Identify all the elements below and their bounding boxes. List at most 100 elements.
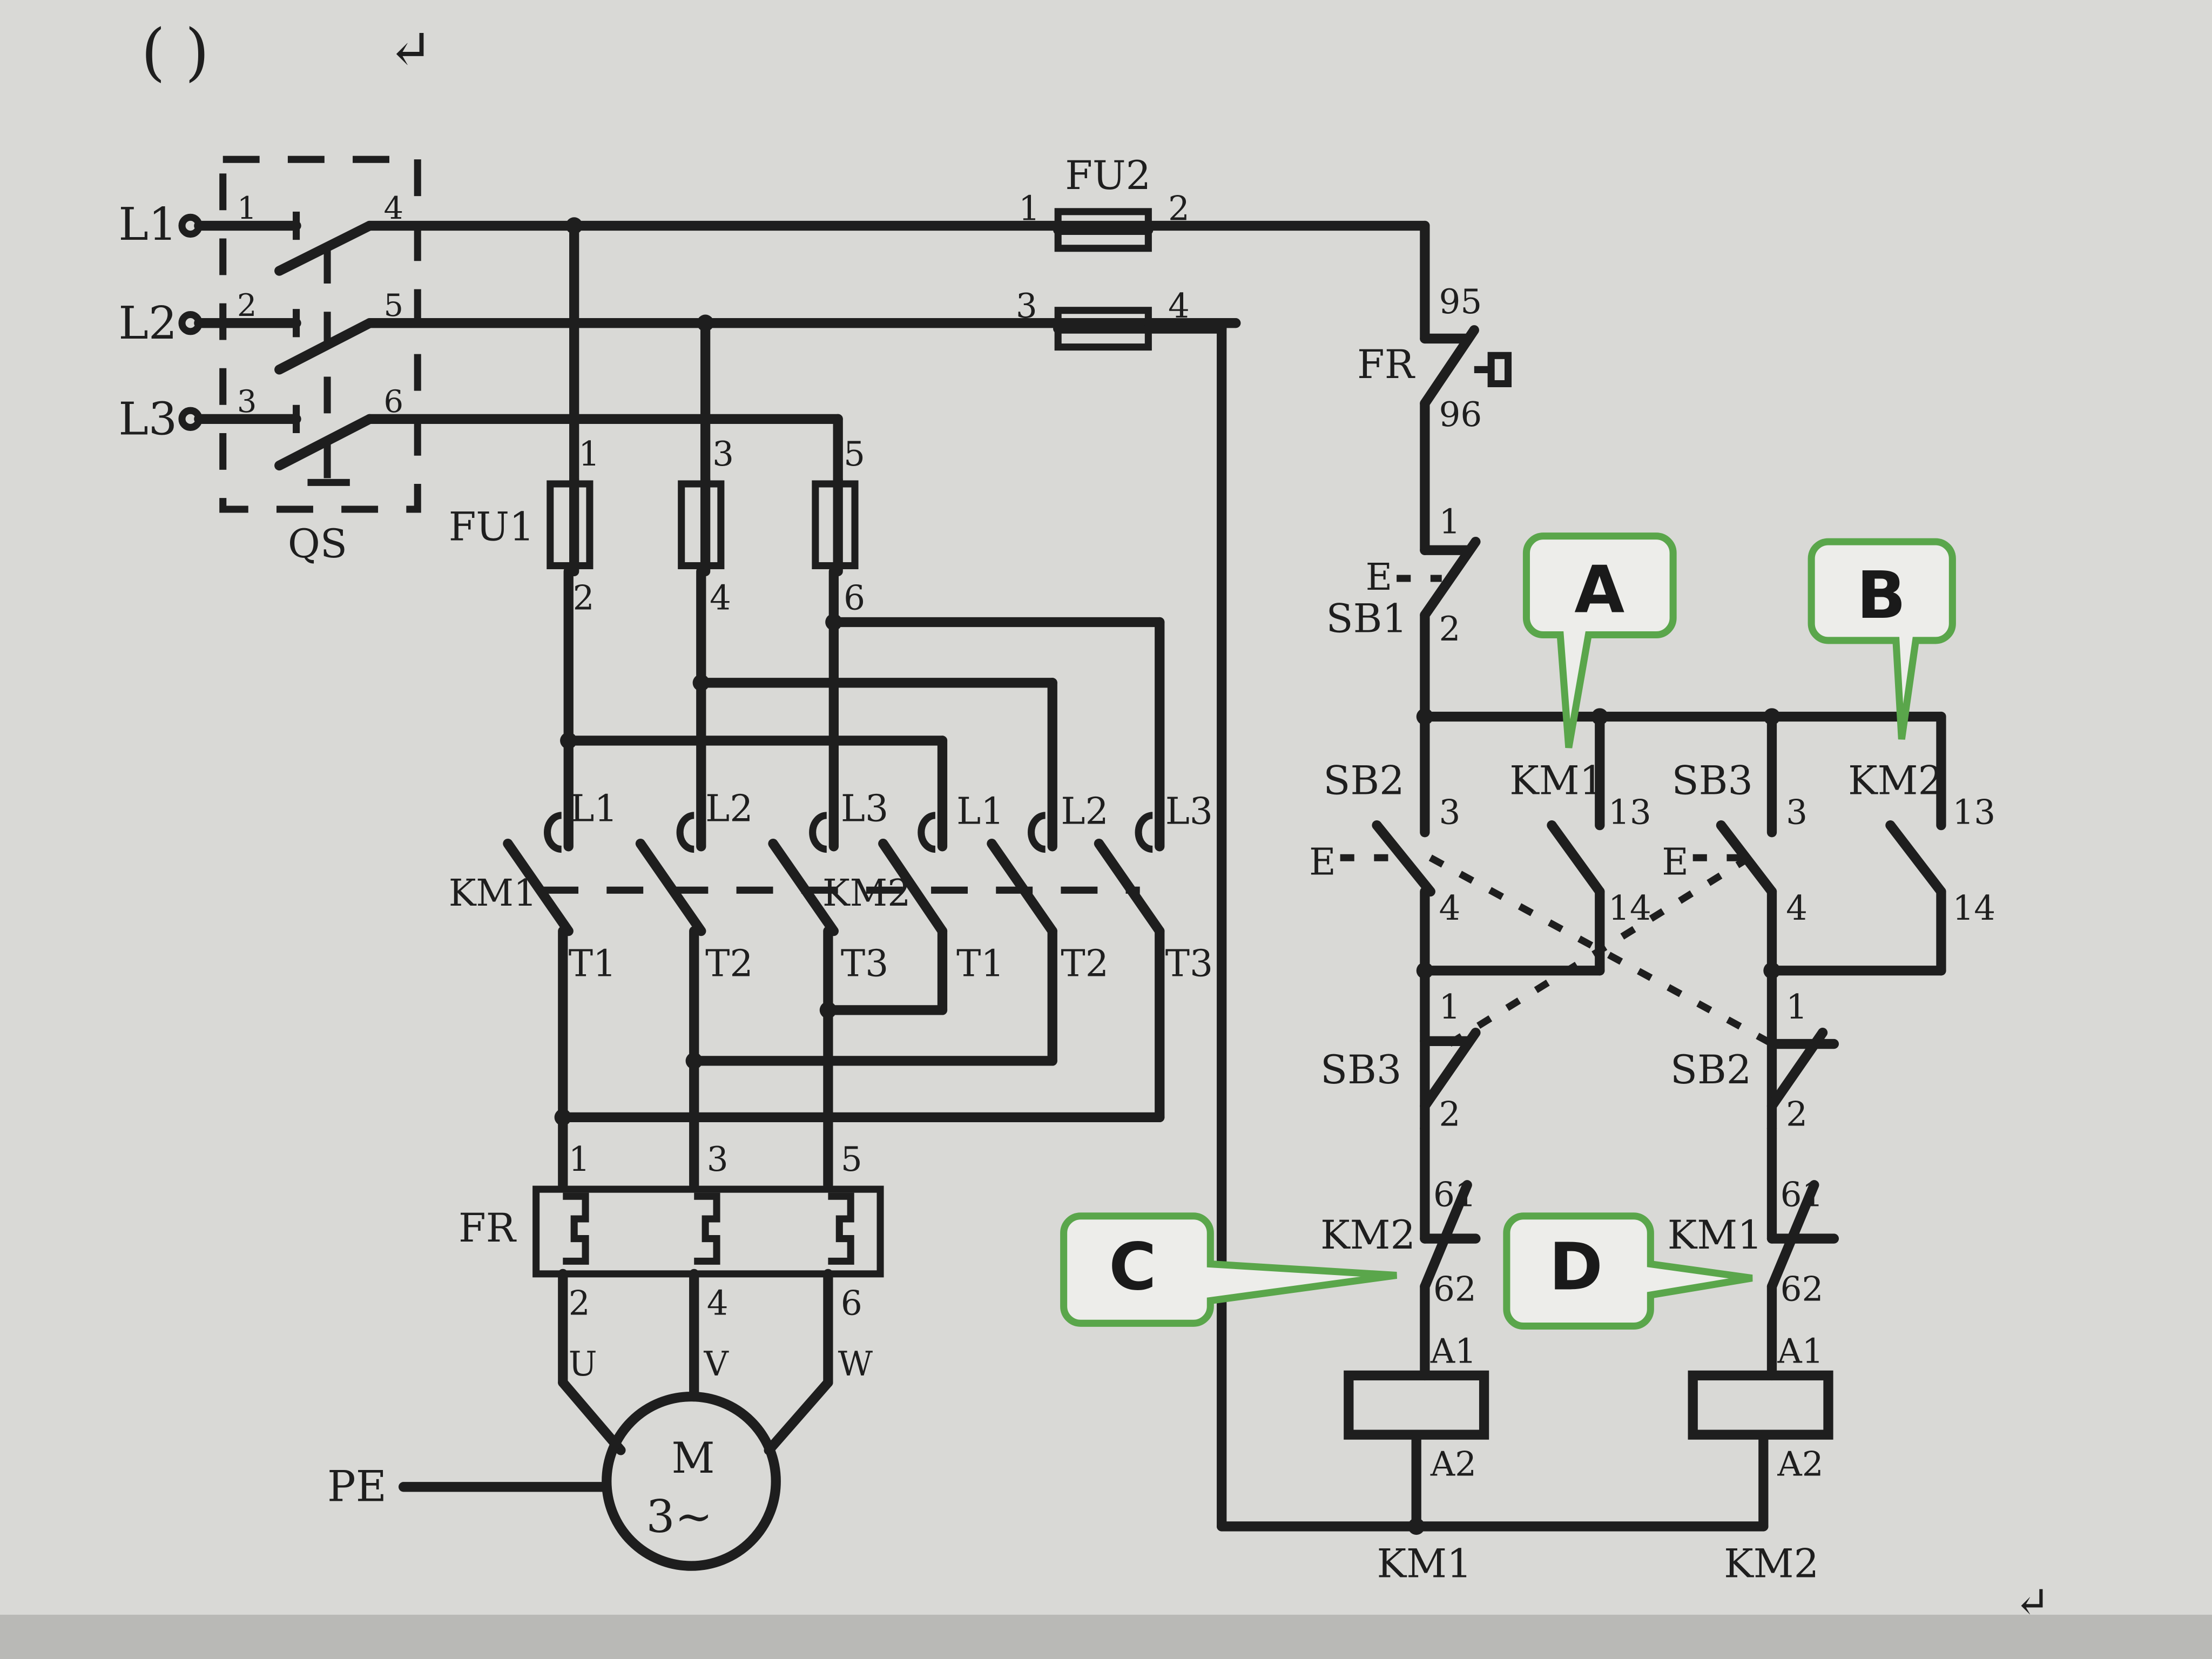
coil-left-a2: A2 bbox=[1430, 1444, 1476, 1483]
qs-pin-2: 2 bbox=[237, 287, 257, 323]
callout-d: D bbox=[1503, 1212, 1753, 1330]
question-blank: ( ) bbox=[141, 16, 209, 89]
fu2-pin-2: 2 bbox=[1168, 189, 1190, 228]
callout-c-letter: C bbox=[1109, 1230, 1156, 1305]
sb1-label: SB1 bbox=[1326, 596, 1407, 642]
sb3-no-pin4: 4 bbox=[1786, 888, 1808, 928]
coil-km1 bbox=[1344, 1370, 1489, 1440]
km2-no-pin13: 13 bbox=[1952, 793, 1995, 832]
coil-right-a1: A1 bbox=[1777, 1331, 1823, 1371]
fr-block bbox=[532, 1185, 884, 1278]
fu2-pin-1: 1 bbox=[1019, 189, 1040, 228]
fr-contact-95: 95 bbox=[1439, 282, 1482, 321]
km-out-t3-b: T3 bbox=[1165, 943, 1213, 986]
motor-3phase: 3~ bbox=[646, 1490, 712, 1543]
km1-no-label: KM1 bbox=[1509, 758, 1604, 804]
km1-label-main: KM1 bbox=[449, 872, 537, 915]
main-circuit: QS L1 L2 L3 1 2 3 4 5 6 FU1 bbox=[118, 156, 1430, 1571]
qs-pin-4: 4 bbox=[384, 190, 404, 226]
phase-label-l3: L3 bbox=[118, 393, 177, 446]
km2-no-pin14: 14 bbox=[1952, 888, 1995, 928]
callout-a-letter: A bbox=[1574, 552, 1624, 628]
phase-label-l1: L1 bbox=[118, 198, 177, 251]
motor-term-v: V bbox=[704, 1344, 730, 1384]
fr-top-5: 5 bbox=[841, 1139, 862, 1179]
qs-enclosure bbox=[219, 156, 421, 513]
fu1-label: FU1 bbox=[449, 504, 535, 550]
motor-m: M bbox=[671, 1434, 714, 1483]
km1-no-pin13: 13 bbox=[1608, 793, 1651, 832]
return-mark: ↵ bbox=[388, 18, 433, 80]
coil-right-name: KM2 bbox=[1724, 1541, 1819, 1587]
fr-contact-96: 96 bbox=[1439, 395, 1482, 434]
km-in-l2-a: L2 bbox=[705, 787, 753, 830]
callout-d-letter: D bbox=[1549, 1230, 1603, 1305]
callout-c: C bbox=[1060, 1212, 1398, 1327]
motor-symbol bbox=[602, 1391, 781, 1571]
km1-nc-pin62: 62 bbox=[1781, 1269, 1824, 1309]
fr-label-main: FR bbox=[458, 1205, 517, 1251]
sb3-nc-label: SB3 bbox=[1320, 1047, 1401, 1093]
fr-bottom-2: 2 bbox=[569, 1284, 590, 1323]
qs-pin-6: 6 bbox=[384, 383, 404, 420]
km2-nc-pin62: 62 bbox=[1433, 1269, 1476, 1309]
km1-nc-label: KM1 bbox=[1668, 1212, 1763, 1258]
motor-term-w: W bbox=[838, 1344, 873, 1384]
phase-label-l2: L2 bbox=[118, 296, 177, 349]
fu1-top-5: 5 bbox=[844, 434, 865, 474]
km-in-l1-a: L1 bbox=[570, 787, 617, 830]
km-out-t2-b: T2 bbox=[1061, 943, 1109, 986]
sb1-e: E bbox=[1366, 556, 1393, 599]
fu1-bottom-2: 2 bbox=[573, 578, 595, 617]
qs-pin-1: 1 bbox=[237, 190, 257, 226]
fr-contact-label: FR bbox=[1357, 342, 1415, 388]
fu1-bottom-6: 6 bbox=[844, 578, 865, 617]
km2-label-main: KM2 bbox=[822, 872, 911, 915]
km-in-l2-b: L2 bbox=[1061, 791, 1108, 833]
sb3-nc-pin2: 2 bbox=[1439, 1095, 1460, 1134]
km1-no-pin14: 14 bbox=[1608, 888, 1651, 928]
pe-label: PE bbox=[327, 1462, 387, 1511]
control-circuit: FU2 1 2 3 4 95 FR 96 1 E SB1 2 bbox=[1016, 153, 1995, 1587]
qs-label: QS bbox=[288, 521, 347, 567]
sb2-no-pin3: 3 bbox=[1439, 793, 1460, 832]
callout-b: B bbox=[1808, 538, 1956, 740]
km2-no-label: KM2 bbox=[1848, 758, 1943, 804]
km-in-l3-a: L3 bbox=[841, 787, 888, 830]
sb2-nc-pin2: 2 bbox=[1786, 1095, 1808, 1134]
sb2-nc-label: SB2 bbox=[1670, 1047, 1751, 1093]
fr-top-1: 1 bbox=[569, 1139, 590, 1179]
coil-left-name: KM1 bbox=[1377, 1541, 1472, 1587]
km-in-l3-b: L3 bbox=[1165, 791, 1213, 833]
fu2-pin-4: 4 bbox=[1168, 286, 1190, 326]
bottom-bar bbox=[0, 1615, 2212, 1659]
sb1-pin1: 1 bbox=[1439, 502, 1460, 541]
sb1-pin2: 2 bbox=[1439, 609, 1460, 649]
callout-b-letter: B bbox=[1857, 558, 1906, 633]
sb2-nc-pin1: 1 bbox=[1786, 987, 1808, 1027]
km-in-l1-b: L1 bbox=[956, 791, 1004, 833]
km-out-t1-b: T1 bbox=[956, 943, 1004, 986]
coil-km2 bbox=[1688, 1370, 1833, 1440]
fr-bottom-6: 6 bbox=[841, 1284, 862, 1323]
sb3-nc-pin1: 1 bbox=[1439, 987, 1460, 1027]
callout-a: A bbox=[1522, 532, 1677, 748]
sb2-no-label: SB2 bbox=[1323, 758, 1404, 804]
km-out-t3-a: T3 bbox=[841, 943, 889, 986]
motor-term-u: U bbox=[569, 1344, 597, 1384]
sb3-no-pin3: 3 bbox=[1786, 793, 1808, 832]
fr-top-3: 3 bbox=[707, 1139, 729, 1179]
fr-bottom-4: 4 bbox=[707, 1284, 729, 1323]
sb2-no-e: E bbox=[1309, 841, 1336, 884]
fu1-top-3: 3 bbox=[712, 434, 734, 474]
sb3-no-label: SB3 bbox=[1672, 758, 1753, 804]
sb2-no-pin4: 4 bbox=[1439, 888, 1460, 928]
km-out-t2-a: T2 bbox=[705, 943, 753, 986]
qs-pin-5: 5 bbox=[384, 287, 404, 323]
sb3-no-e: E bbox=[1662, 841, 1689, 884]
coil-right-a2: A2 bbox=[1777, 1444, 1823, 1483]
km2-nc-label: KM2 bbox=[1320, 1212, 1415, 1258]
fu1-top-1: 1 bbox=[578, 434, 600, 474]
qs-pin-3: 3 bbox=[237, 383, 257, 420]
